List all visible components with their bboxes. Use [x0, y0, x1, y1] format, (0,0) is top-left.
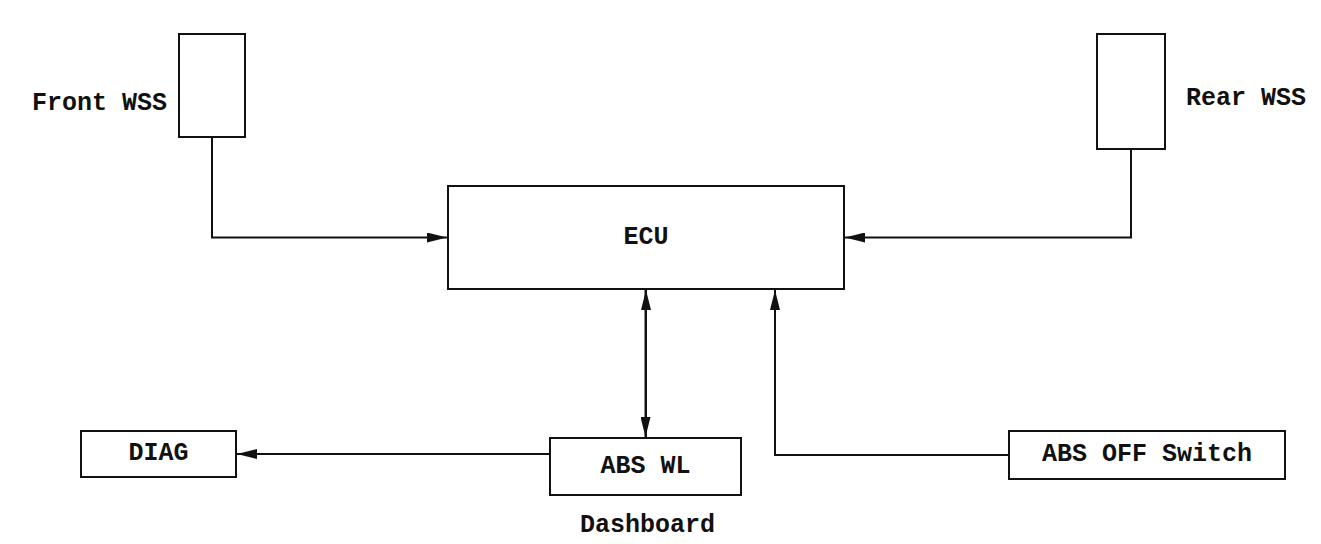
location-label: Dashboard — [580, 512, 715, 540]
signal-arrow — [845, 150, 1131, 238]
diagnostic-box: DIAG — [80, 430, 237, 478]
signal-arrow — [237, 290, 646, 454]
warning-lamp-box: ABS WLDashboard — [549, 437, 742, 496]
signal-arrow — [645, 290, 647, 437]
sensor-label: Rear WSS — [1186, 85, 1306, 113]
sensor-label: Front WSS — [32, 90, 167, 118]
box-label: ABS WL — [600, 453, 690, 481]
switch-box: ABS OFF Switch — [1008, 430, 1286, 480]
signal-arrow — [212, 138, 447, 238]
box-label: ABS OFF Switch — [1042, 441, 1252, 469]
sensor-picture-box: Front WSS — [178, 33, 246, 138]
control-unit-box: ECU — [447, 185, 845, 290]
box-label: DIAG — [128, 440, 188, 468]
sensor-picture-box: Rear WSS — [1096, 33, 1166, 150]
signal-arrow — [775, 290, 1008, 455]
box-label: ECU — [623, 224, 668, 252]
